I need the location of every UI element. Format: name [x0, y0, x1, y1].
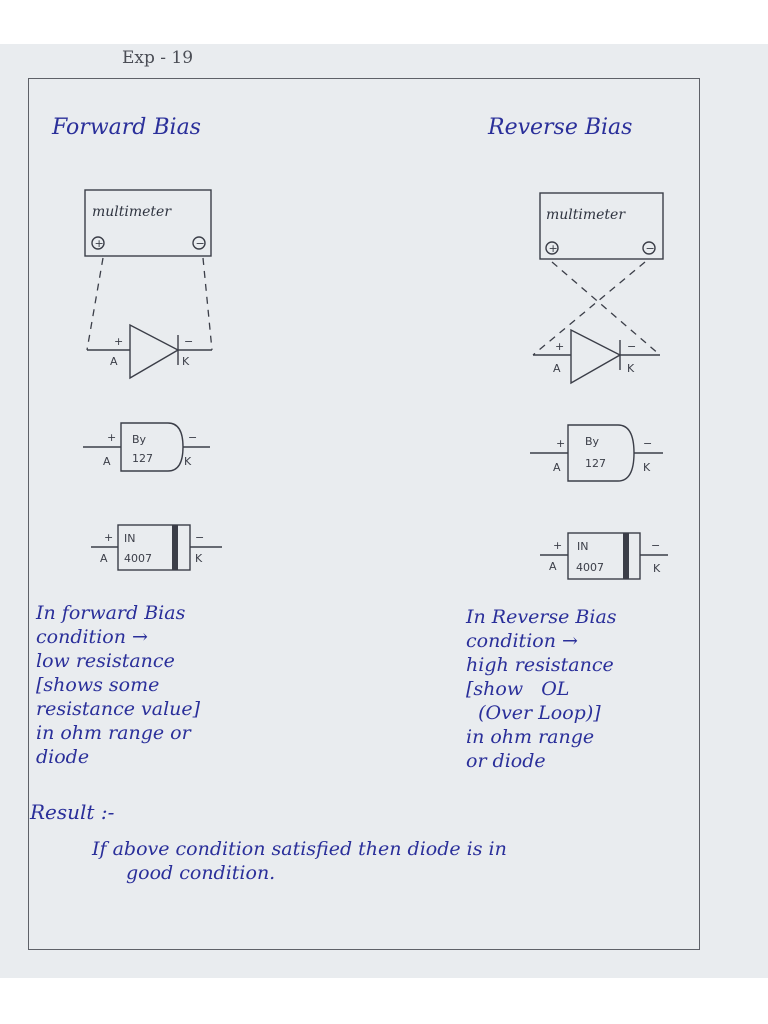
notebook-page [0, 44, 768, 978]
forward-bias-note: In forward Bias condition → low resistan… [36, 602, 201, 768]
reverse-positive-terminal [545, 241, 559, 255]
forward-multimeter-label: multimeter [92, 204, 172, 220]
forward-diode-symbol: + A − K [87, 323, 212, 380]
reverse-multimeter-label: multimeter [546, 207, 626, 223]
reverse-by127-text1: By [585, 435, 600, 448]
forward-by127-plus: + [107, 431, 116, 444]
forward-positive-terminal-sign: + [95, 237, 104, 250]
forward-1n4007-text2: 4007 [124, 552, 152, 565]
reverse-positive-terminal-sign: + [549, 242, 558, 255]
reverse-negative-terminal [642, 241, 656, 255]
forward-multimeter: multimeter + − [84, 189, 212, 257]
forward-negative-terminal [192, 236, 206, 250]
forward-by127-text1: By [132, 433, 147, 446]
reverse-lead-positive [551, 261, 661, 356]
page-border [28, 78, 700, 950]
forward-anode-plus: + [114, 335, 123, 348]
forward-negative-terminal-sign: − [196, 237, 205, 250]
reverse-1n4007-text1: IN [577, 540, 588, 553]
forward-1n4007-plus: + [104, 531, 113, 544]
forward-by127-text2: 127 [132, 452, 153, 465]
reverse-bias-note: In Reverse Bias condition → high resista… [466, 606, 617, 772]
forward-1n4007-minus: − [195, 531, 204, 544]
forward-1n4007-package: + A − K IN 4007 [91, 524, 222, 571]
reverse-anode-label: A [553, 362, 561, 375]
forward-lead-positive [86, 257, 104, 351]
forward-cathode-label: K [182, 355, 190, 368]
experiment-number: Exp - 19 [122, 48, 194, 68]
reverse-1n4007-anode: A [549, 560, 557, 573]
forward-multimeter-box [84, 189, 212, 257]
forward-by127-anode: A [103, 455, 111, 468]
reverse-1n4007-package: + A − K IN 4007 [540, 532, 668, 580]
result-line-1: If above condition satisfied then diode … [92, 838, 507, 860]
forward-1n4007-text1: IN [124, 532, 135, 545]
result-heading: Result :- [30, 800, 115, 824]
forward-1n4007-anode: A [100, 552, 108, 565]
forward-by127-minus: − [188, 431, 197, 444]
forward-1n4007-cathode: K [195, 552, 203, 565]
reverse-multimeter: multimeter + − [539, 192, 664, 260]
forward-cathode-minus: − [184, 335, 193, 348]
reverse-cathode-minus: − [627, 340, 636, 353]
forward-anode-label: A [110, 355, 118, 368]
forward-lead-negative [202, 257, 213, 351]
forward-bias-title: Forward Bias [52, 115, 201, 140]
reverse-bias-title: Reverse Bias [488, 115, 633, 140]
result-line-2: good condition. [126, 862, 276, 884]
reverse-1n4007-cathode: K [653, 562, 661, 575]
reverse-by127-cathode: K [643, 461, 651, 474]
reverse-1n4007-plus: + [553, 539, 562, 552]
reverse-negative-terminal-sign: − [646, 242, 655, 255]
reverse-by127-minus: − [643, 437, 652, 450]
reverse-by127-plus: + [556, 437, 565, 450]
forward-by127-package: + A − K By 127 [83, 422, 210, 472]
reverse-1n4007-minus: − [651, 539, 660, 552]
reverse-by127-anode: A [553, 461, 561, 474]
reverse-lead-negative [532, 261, 646, 356]
reverse-multimeter-box [539, 192, 664, 260]
reverse-by127-package: + A − K By 127 [530, 424, 663, 482]
forward-positive-terminal [91, 236, 105, 250]
reverse-by127-text2: 127 [585, 457, 606, 470]
forward-by127-cathode: K [184, 455, 192, 468]
reverse-1n4007-text2: 4007 [576, 561, 604, 574]
reverse-cathode-label: K [627, 362, 635, 375]
reverse-diode-symbol: + A − K [533, 328, 660, 385]
reverse-anode-plus: + [555, 340, 564, 353]
